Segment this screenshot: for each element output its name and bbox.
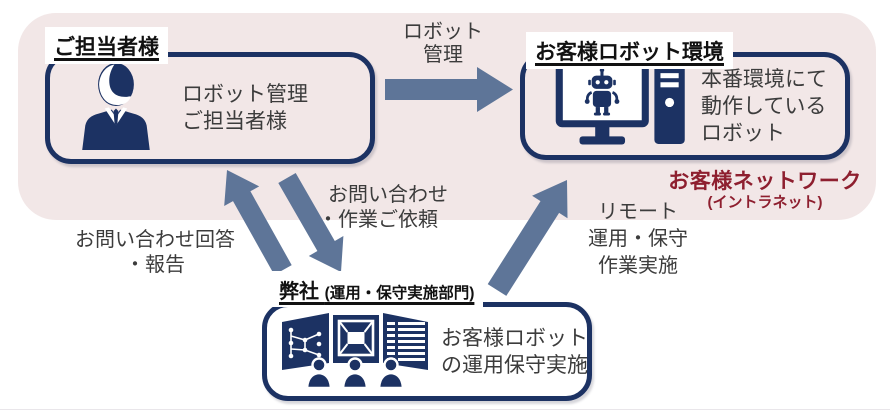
label-customer-network: お客様ネットワーク (イントラネット)	[658, 170, 872, 212]
our-company-title-main: 弊社	[279, 281, 319, 303]
our-company-text: お客様ロボット の運用保守実施	[441, 325, 588, 379]
customer-contact-title: ご担当者様	[45, 27, 168, 64]
customer-network-line1: お客様ネットワーク	[668, 170, 862, 193]
our-company-line1: お客様ロボット	[441, 326, 588, 350]
robot-pc-icon	[555, 61, 687, 151]
label-remote-work: リモート 運用・保守 作業実施	[588, 201, 688, 277]
customer-robot-env-text: 本番環境にて 動作している ロボット	[701, 66, 827, 147]
bottom-divider	[0, 409, 890, 410]
customer-robot-env-line1: 本番環境にて	[701, 67, 827, 91]
our-company-line2: の運用保守実施	[441, 353, 588, 377]
label-inquiry-request: お問い合わせ ・作業ご依頼	[318, 184, 448, 231]
business-person-icon	[78, 62, 156, 155]
customer-contact-line2: ご担当者様	[182, 110, 287, 133]
customer-contact-text: ロボット管理 ご担当者様	[182, 81, 308, 135]
our-company-title-sub: (運用・保守実施部門)	[324, 285, 475, 302]
node-our-company: お客様ロボット の運用保守実施	[262, 302, 592, 401]
customer-robot-env-line2: 動作している	[701, 94, 827, 118]
operations-center-icon	[279, 309, 431, 394]
node-customer-contact: ロボット管理 ご担当者様	[45, 52, 375, 164]
customer-contact-line1: ロボット管理	[182, 83, 308, 106]
our-company-title: 弊社 (運用・保守実施部門)	[270, 271, 484, 307]
customer-robot-env-title: お客様ロボット環境	[526, 32, 733, 69]
label-robot-management: ロボット 管理	[403, 21, 483, 66]
customer-network-line2: (イントラネット)	[707, 194, 823, 211]
label-inquiry-response: お問い合わせ回答 ・報告	[75, 229, 235, 276]
customer-robot-env-line3: ロボット	[701, 121, 785, 145]
